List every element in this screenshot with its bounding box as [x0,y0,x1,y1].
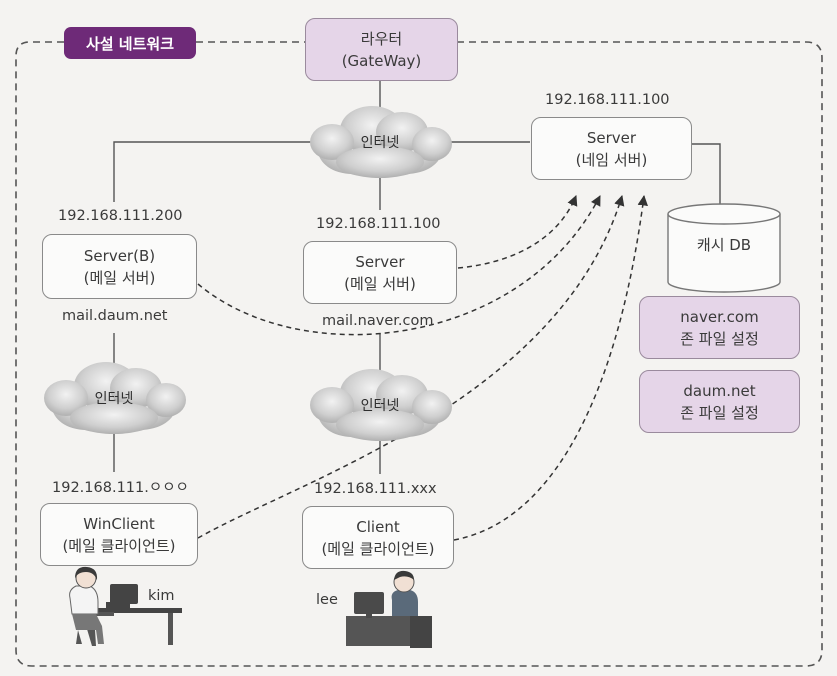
internet-label-middle: 인터넷 [360,398,400,414]
cache-db-label: 캐시 DB [696,236,752,254]
zone-naver-caption: 존 파일 설정 [680,329,759,348]
internet-label-top: 인터넷 [360,135,400,151]
dns-server-ip: 192.168.111.100 [545,92,670,108]
client-ip: 192.168.111.xxx [314,481,437,497]
dns-server-box: Server (네임 서버) [531,117,692,180]
client-user: lee [316,592,338,608]
dns-server-subtitle: (네임 서버) [575,150,648,169]
win-client-box: WinClient (메일 클라이언트) [40,503,198,566]
link-dnsserver-cachedb [692,143,721,205]
client-subtitle: (메일 클라이언트) [321,539,435,558]
mail-server-b-ip: 192.168.111.200 [58,208,183,224]
zone-daum-box: daum.net 존 파일 설정 [639,370,800,433]
solid-connectors [113,81,721,474]
private-network-badge: 사설 네트워크 [64,27,196,59]
router-subtitle: (GateWay) [341,51,422,70]
mail-server-domain: mail.naver.com [322,313,434,329]
query-arrow-mailserverb [197,195,601,336]
mail-server-b-title: Server(B) [83,246,156,265]
mail-server-title: Server [355,252,405,271]
router-title: 라우터 [360,29,403,48]
mail-server-subtitle: (메일 서버) [344,274,416,293]
client-title: Client [356,517,400,536]
mail-server-b-subtitle: (메일 서버) [83,268,156,287]
mail-server-b-box: Server(B) (메일 서버) [42,234,197,299]
user-lee-figure [346,570,432,648]
win-client-ip: 192.168.111.ㅇㅇㅇ [52,480,189,496]
cache-db-cylinder [667,203,781,293]
private-network-boundary [15,41,823,667]
dns-server-title: Server [586,128,637,147]
mail-server-ip: 192.168.111.100 [316,216,441,232]
win-client-user: kim [148,588,175,604]
zone-daum-caption: 존 파일 설정 [680,403,759,422]
user-kim-figure [69,566,182,646]
link-internet-mailserverb [113,141,320,202]
query-arrow-mailserver [457,195,578,269]
mail-server-b-domain: mail.daum.net [62,308,168,324]
private-network-label: 사설 네트워크 [85,34,175,53]
query-arrow-client [453,194,648,541]
mail-server-box: Server (메일 서버) [303,241,457,304]
win-client-subtitle: (메일 클라이언트) [62,536,176,555]
win-client-title: WinClient [83,514,155,533]
zone-naver-domain: naver.com [680,307,759,326]
zone-daum-domain: daum.net [683,381,756,400]
router-box: 라우터 (GateWay) [305,18,458,81]
internet-label-left: 인터넷 [94,391,134,407]
client-box: Client (메일 클라이언트) [302,506,454,569]
zone-naver-box: naver.com 존 파일 설정 [639,296,800,359]
